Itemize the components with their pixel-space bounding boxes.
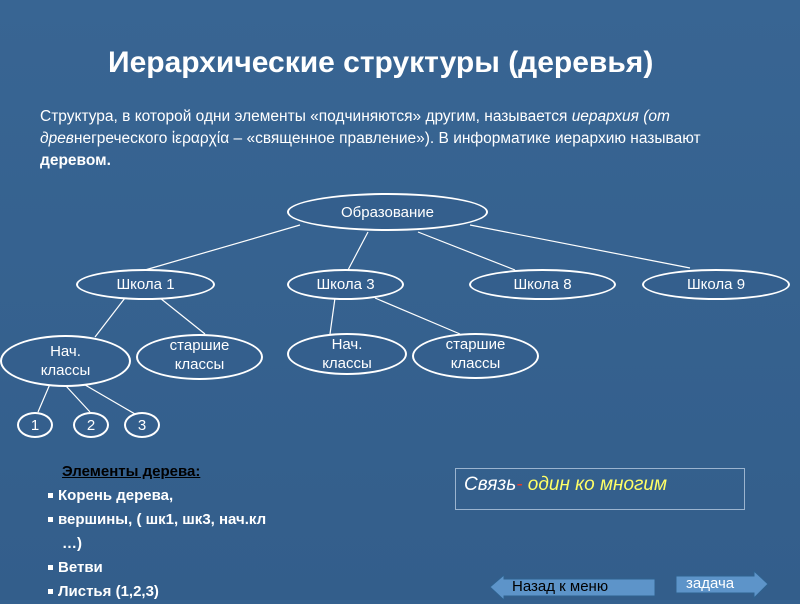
tree-node-school1-senior: старшие классы: [136, 334, 263, 380]
edge-root-school9: [469, 224, 691, 269]
relation-prefix: Связь: [464, 474, 517, 495]
edge-school1-starsh: [159, 297, 206, 335]
intro-text-1: Структура, в которой одни элементы «подч…: [40, 108, 572, 125]
tree-leaf-1: 1: [17, 412, 53, 438]
edge-root-school1: [144, 224, 301, 271]
edge-school3-nach: [329, 297, 336, 335]
task-label: задача: [686, 575, 735, 592]
tree-root-node: Образование: [287, 193, 488, 231]
elements-heading: Элементы дерева:: [62, 463, 201, 480]
slide-title: Иерархические структуры (деревья): [108, 46, 654, 79]
edge-nach-leaf1: [37, 383, 51, 413]
tree-leaf-3: 3: [124, 412, 160, 438]
tree-node-school8: Школа 8: [469, 269, 616, 300]
tree-node-school3: Школа 3: [287, 269, 404, 300]
elements-item-branches: Ветви: [48, 556, 348, 580]
relation-box: Связь- один ко многим: [455, 468, 745, 510]
back-to-menu-label: Назад к меню: [512, 578, 609, 595]
elements-item-leaves: Листья (1,2,3): [48, 580, 348, 604]
task-button[interactable]: задача: [676, 571, 768, 599]
intro-text-2: негреческого ἱεραρχία – «священное правл…: [73, 130, 701, 147]
tree-node-school1: Школа 1: [76, 269, 215, 300]
back-to-menu-button[interactable]: Назад к меню: [490, 575, 655, 600]
edge-school1-nach: [94, 297, 126, 338]
intro-bold: деревом: [40, 152, 107, 169]
relation-dash: -: [516, 474, 523, 495]
elements-item-root: Корень дерева,: [48, 484, 348, 508]
intro-italic: иерархия (от древ: [40, 108, 670, 147]
intro-end: .: [106, 152, 111, 169]
left-arrow-icon: [490, 575, 655, 600]
tree-node-school9: Школа 9: [642, 269, 790, 300]
edge-root-school8: [417, 231, 516, 271]
tree-node-school3-primary: Нач. классы: [287, 333, 407, 375]
tree-elements-list: Элементы дерева: Корень дерева, вершины,…: [48, 460, 348, 604]
edge-root-school3: [347, 231, 369, 271]
edge-school3-starsh: [374, 297, 461, 335]
tree-leaf-2: 2: [73, 412, 109, 438]
relation-text: один ко многим: [522, 474, 668, 495]
right-arrow-icon: [676, 571, 768, 599]
intro-paragraph: Структура, в которой одни элементы «подч…: [40, 106, 740, 172]
tree-node-school3-senior: старшие классы: [412, 333, 539, 379]
edge-nach-leaf2: [65, 385, 91, 413]
elements-item-vertices-cont: …): [62, 535, 82, 552]
edge-nach-leaf3: [79, 381, 136, 415]
tree-node-school1-primary: Нач. классы: [0, 335, 131, 387]
elements-item-vertices: вершины, ( шк1, шк3, нач.кл: [48, 508, 348, 532]
